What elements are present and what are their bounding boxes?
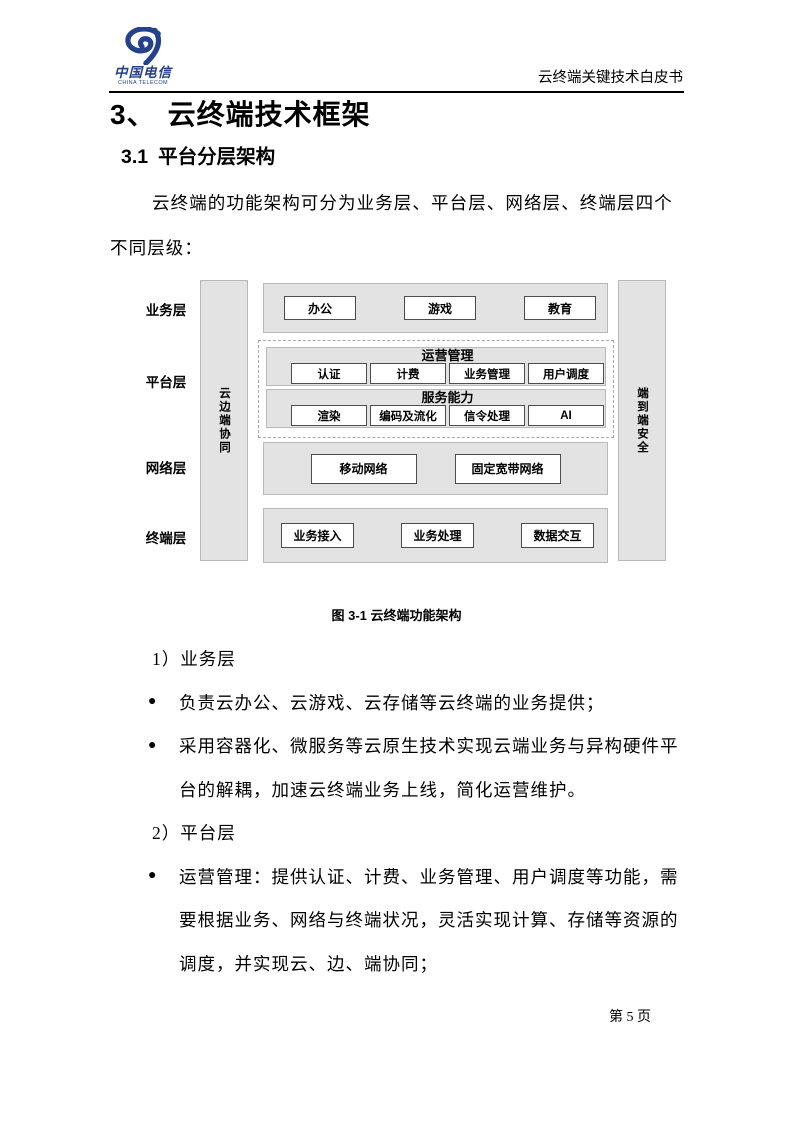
- list-item-number: 1）业务层: [152, 649, 236, 670]
- group-boxes: 认证 计费 业务管理 用户调度: [291, 363, 604, 384]
- box-mobile-network: 移动网络: [310, 453, 417, 484]
- layer-label-network: 网络层: [145, 461, 187, 476]
- box-encoding-streaming: 编码及流化: [370, 405, 446, 426]
- box-user-scheduling: 用户调度: [528, 363, 604, 384]
- box-education: 教育: [524, 296, 596, 320]
- box-signaling-processing: 信令处理: [449, 405, 525, 426]
- figure-architecture-diagram: 业务层 平台层 网络层 终端层 云边端协同 端到端安全 办公 游戏 教育 运营管…: [140, 278, 670, 570]
- bullet-icon: ●: [148, 868, 157, 884]
- box-gaming: 游戏: [404, 296, 476, 320]
- group-service-capability: 服务能力 渲染 编码及流化 信令处理 AI: [266, 389, 606, 428]
- layer-label-terminal: 终端层: [145, 531, 187, 546]
- chapter-number: 3、: [110, 99, 156, 130]
- chapter-title: 云终端技术框架: [167, 99, 371, 130]
- list-item-continuation: 台的解耦，加速云终端业务上线，简化运营维护。: [179, 779, 586, 800]
- platform-layer-dashed-group: 运营管理 认证 计费 业务管理 用户调度 服务能力 渲染 编码及流化 信令处理 …: [258, 340, 614, 438]
- bar-right-label: 端到端安全: [636, 386, 648, 455]
- list-item-number: 2）平台层: [152, 823, 236, 844]
- header-rule: [109, 91, 684, 93]
- box-data-interaction: 数据交互: [521, 523, 594, 548]
- row-business-layer: 办公 游戏 教育: [263, 283, 608, 333]
- list-item-bullet: ●采用容器化、微服务等云原生技术实现云端业务与异构硬件平: [148, 736, 679, 757]
- row-terminal-layer: 业务接入 业务处理 数据交互: [263, 508, 608, 563]
- list-item-continuation: 要根据业务、网络与终端状况，灵活实现计算、存储等资源的: [179, 910, 679, 931]
- box-ai: AI: [528, 405, 604, 426]
- box-authentication: 认证: [291, 363, 367, 384]
- group-boxes: 渲染 编码及流化 信令处理 AI: [291, 405, 604, 426]
- bar-left-label: 云边端协同: [218, 386, 230, 455]
- bar-end-to-end-security: 端到端安全: [618, 280, 666, 561]
- layer-label-business: 业务层: [145, 303, 187, 318]
- box-service-processing: 业务处理: [401, 523, 474, 548]
- section-title: 平台分层架构: [158, 146, 276, 168]
- bar-cloud-edge-terminal-collaboration: 云边端协同: [200, 280, 248, 561]
- bullet-icon: ●: [148, 737, 157, 753]
- group-title: 服务能力: [421, 390, 474, 405]
- list-item-bullet: ●负责云办公、云游戏、云存储等云终端的业务提供；: [148, 692, 605, 713]
- box-service-access: 业务接入: [281, 523, 354, 548]
- box-fixed-broadband-network: 固定宽带网络: [454, 453, 561, 484]
- header-doc-title: 云终端关键技术白皮书: [538, 70, 683, 86]
- china-telecom-logo: 中国电信 CHINA TELECOM: [108, 27, 178, 87]
- box-rendering: 渲染: [291, 405, 367, 426]
- bullet-icon: ●: [148, 694, 157, 710]
- body-text: 1）业务层 ●负责云办公、云游戏、云存储等云终端的业务提供； ●采用容器化、微服…: [110, 637, 692, 985]
- logo-text-en: CHINA TELECOM: [117, 80, 169, 86]
- section-number: 3.1: [121, 146, 149, 168]
- group-operations-management: 运营管理 认证 计费 业务管理 用户调度: [266, 347, 606, 386]
- figure-caption: 图 3-1 云终端功能架构: [331, 608, 462, 623]
- layer-label-platform: 平台层: [145, 375, 187, 390]
- intro-line: 云终端的功能架构可分为业务层、平台层、网络层、终端层四个: [152, 193, 673, 213]
- section-heading: 3.1 平台分层架构: [121, 145, 275, 169]
- row-network-layer: 移动网络 固定宽带网络: [263, 442, 608, 495]
- list-item-bullet: ●运营管理：提供认证、计费、业务管理、用户调度等功能，需: [148, 866, 679, 887]
- page-number: 第 5 页: [609, 1010, 651, 1025]
- china-telecom-logo-icon: [125, 27, 162, 65]
- box-service-management: 业务管理: [449, 363, 525, 384]
- intro-line: 不同层级：: [110, 238, 203, 258]
- list-item-continuation: 调度，并实现云、边、端协同；: [179, 953, 438, 974]
- group-title: 运营管理: [421, 348, 474, 363]
- logo-text-cn: 中国电信: [114, 65, 172, 80]
- intro-paragraph: 云终端的功能架构可分为业务层、平台层、网络层、终端层四个 不同层级：: [110, 180, 688, 270]
- box-office: 办公: [284, 296, 356, 320]
- box-billing: 计费: [370, 363, 446, 384]
- chapter-heading: 3、云终端技术框架: [110, 99, 371, 131]
